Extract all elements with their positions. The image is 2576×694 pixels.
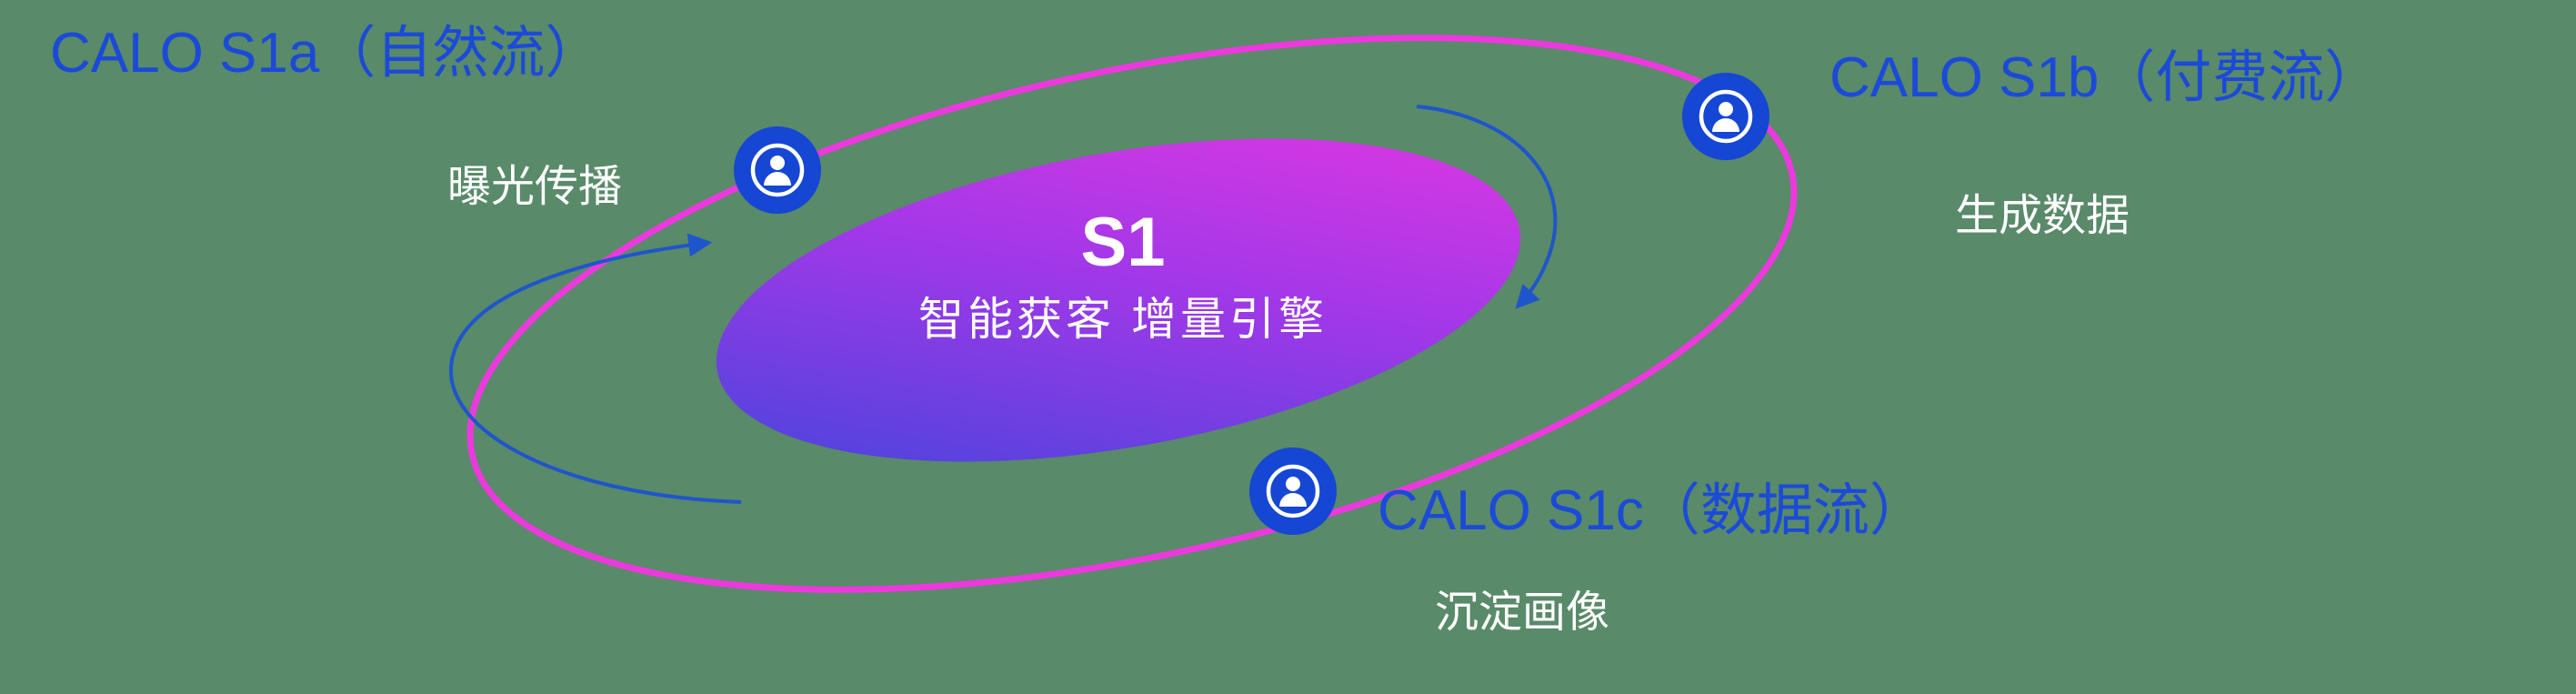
user-icon — [1266, 464, 1320, 518]
label-s1b-subtitle: 生成数据 — [1955, 192, 2130, 240]
user-icon-ring — [1266, 464, 1320, 518]
user-icon-shoulders — [764, 172, 791, 186]
user-icon — [750, 143, 805, 197]
core-ellipse — [716, 138, 1521, 462]
label-s1c-title: CALO S1c（数据流） — [1378, 479, 1926, 542]
label-s1a-title: CALO S1a（自然流） — [50, 22, 602, 85]
user-icon-shoulders — [1279, 493, 1307, 507]
user-icon-head — [1719, 102, 1733, 116]
label-s1b-title: CALO S1b（付费流） — [1829, 46, 2381, 109]
user-icon-ring — [750, 143, 805, 197]
orbit-ring — [466, 35, 1798, 593]
flow-arrow-right — [1416, 105, 1558, 309]
user-icon-shoulders — [1712, 118, 1739, 132]
user-icon-head — [770, 156, 785, 170]
core-subtitle: 智能获客 增量引擎 — [918, 294, 1328, 345]
label-s1a-subtitle: 曝光传播 — [447, 163, 623, 211]
core-title: S1 — [1081, 204, 1166, 281]
node-s1c — [1249, 448, 1337, 535]
user-icon — [1699, 89, 1753, 144]
node-s1b — [1682, 73, 1769, 160]
flow-arrow-left — [448, 233, 742, 504]
node-s1a — [734, 126, 821, 214]
label-s1c-subtitle: 沉淀画像 — [1435, 588, 1610, 637]
user-icon-head — [1286, 477, 1300, 491]
user-icon-ring — [1699, 89, 1753, 144]
